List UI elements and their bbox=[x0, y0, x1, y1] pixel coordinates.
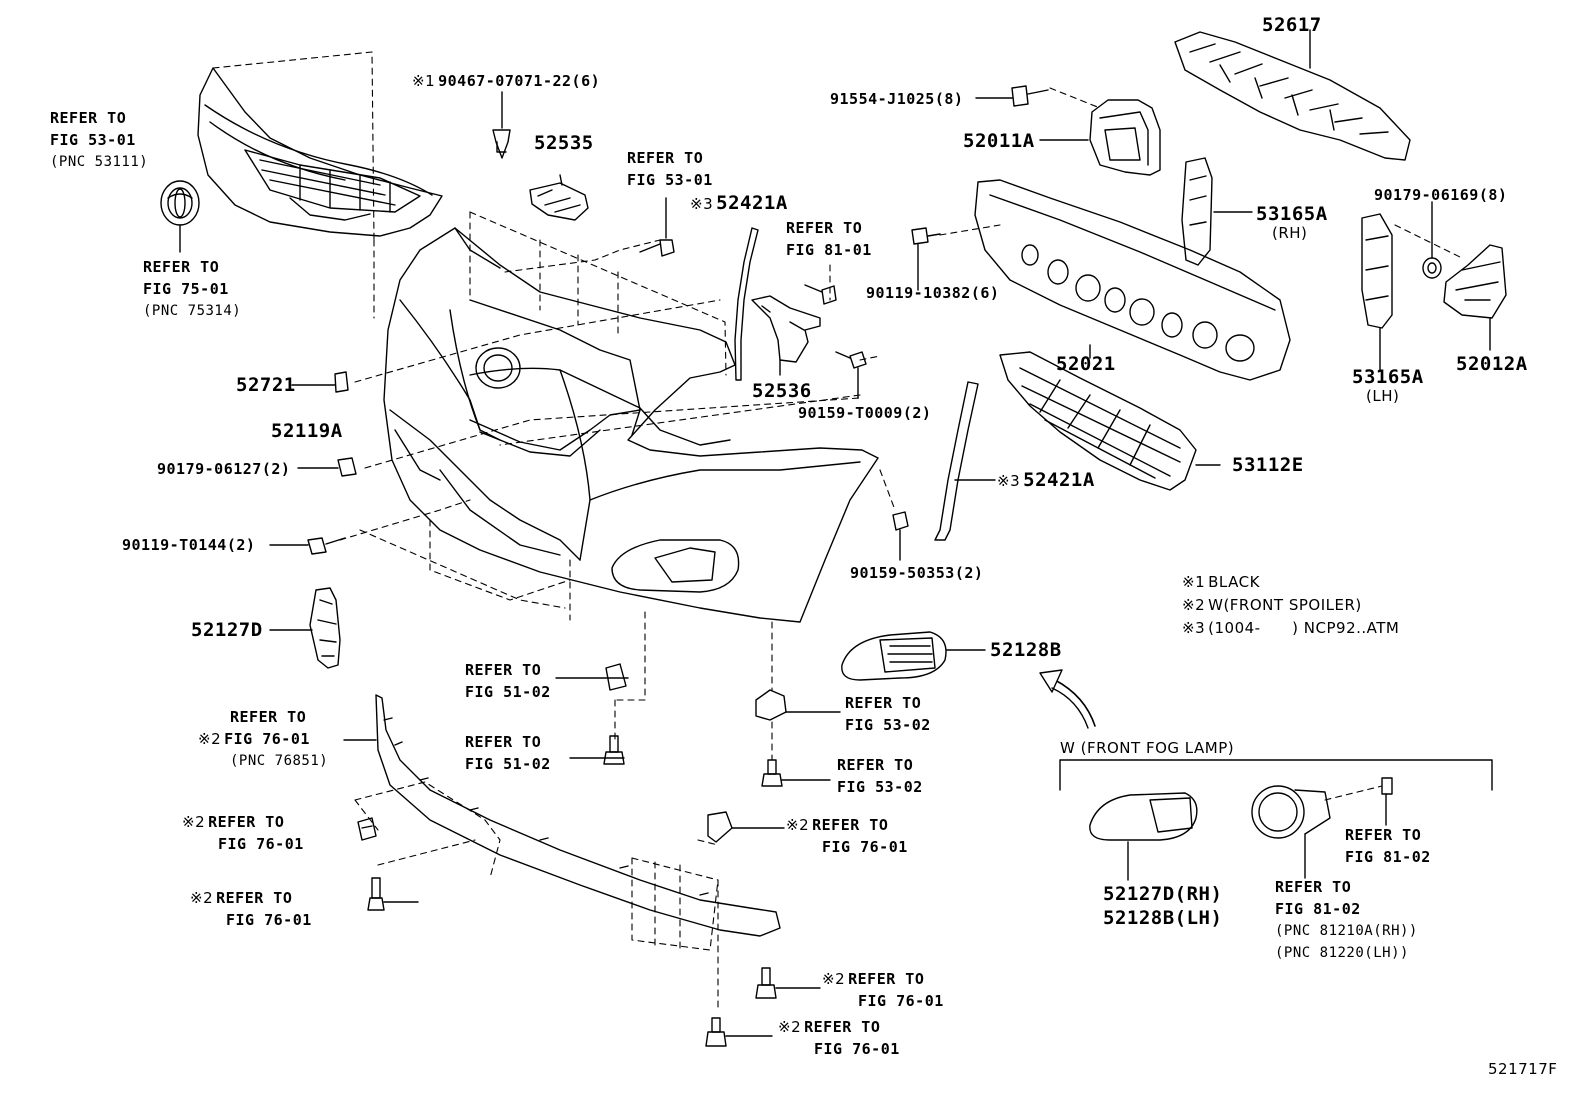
cover-52128B bbox=[841, 631, 986, 681]
fog-lamp bbox=[1251, 785, 1331, 879]
part-label-52012A: 52012A bbox=[1456, 353, 1528, 375]
front-spoiler bbox=[343, 694, 781, 937]
part-label-53165A-lh-side: (LH) bbox=[1366, 387, 1400, 405]
part-label-53112E: 53112E bbox=[1232, 454, 1304, 476]
part-label-90159-T0009: 90159-T0009(2) bbox=[798, 404, 932, 422]
ref-label-51-02-a: REFER TO FIG 51-02 bbox=[465, 661, 551, 701]
part-label-90119-10382: 90119-10382(6) bbox=[866, 284, 1000, 302]
fog-lamp-group-label: W (FRONT FOG LAMP) bbox=[1060, 739, 1235, 757]
bracket-52535 bbox=[529, 174, 589, 221]
screw-90159-T0009 bbox=[835, 351, 867, 399]
bracket-52536 bbox=[751, 295, 821, 376]
screw-81-01 bbox=[804, 284, 837, 305]
upper-grille bbox=[197, 67, 443, 237]
arrow bbox=[1039, 669, 1096, 729]
stay-53165A-lh bbox=[1361, 213, 1393, 371]
screw-53-02-b bbox=[761, 759, 831, 787]
bracket-52012A bbox=[1443, 244, 1507, 351]
emblem bbox=[160, 180, 200, 253]
ref-label-53-01-grille: REFER TO FIG 53-01 (PNC 53111) bbox=[50, 109, 149, 170]
part-label-52021: 52021 bbox=[1056, 353, 1116, 375]
ref-label-81-02-a: REFER TO FIG 81-02 bbox=[1345, 826, 1431, 866]
part-label-52128B: 52128B bbox=[990, 639, 1062, 661]
ref-label-81-02-b: REFER TO FIG 81-02 (PNC 81210A(RH)) (PNC… bbox=[1275, 878, 1418, 961]
screw-81-02-fog bbox=[1381, 777, 1393, 826]
diagram-id: 521717F bbox=[1488, 1060, 1558, 1078]
ref-label-81-01: REFER TO FIG 81-01 bbox=[786, 219, 872, 259]
part-label-52011A: 52011A bbox=[963, 130, 1035, 152]
ref-label-51-02-b: REFER TO FIG 51-02 bbox=[465, 733, 551, 773]
fog-lamp-group-bracket bbox=[1059, 759, 1493, 791]
ref-label-53-02-a: REFER TO FIG 53-02 bbox=[845, 694, 931, 734]
bezel-52127D bbox=[269, 587, 341, 669]
screw-spoiler-3 bbox=[705, 1017, 773, 1047]
part-label-90179-06127: 90179-06127(2) bbox=[157, 460, 291, 478]
note-3: ※3(1004- ) NCP92..ATM bbox=[1182, 619, 1400, 637]
screw-spoiler-1 bbox=[367, 877, 419, 911]
ref-label-53-01-screw: REFER TO FIG 53-01 bbox=[627, 149, 713, 189]
part-label-52535: 52535 bbox=[534, 132, 594, 154]
part-label-52127D: 52127D bbox=[191, 619, 263, 641]
clip-51-02-a bbox=[555, 663, 629, 691]
screw-spoiler-2 bbox=[755, 967, 821, 999]
strip-52421A-lower bbox=[934, 381, 996, 541]
clip-53-02-a bbox=[755, 689, 841, 721]
part-label-90179-06169: 90179-06169(8) bbox=[1374, 186, 1508, 204]
screw-53-01 bbox=[639, 197, 675, 257]
clip-52721 bbox=[291, 371, 349, 393]
strip-52421A-upper bbox=[734, 227, 759, 381]
clip-spoiler-2 bbox=[707, 811, 785, 843]
bolt-90119-10382 bbox=[911, 227, 941, 291]
screw-90159-50353 bbox=[892, 511, 909, 561]
nut-90179-06127 bbox=[297, 457, 357, 477]
part-label-53165A-rh: 53165A bbox=[1256, 203, 1328, 225]
part-label-90159-50353: 90159-50353(2) bbox=[850, 564, 984, 582]
ref-label-53-02-b: REFER TO FIG 53-02 bbox=[837, 756, 923, 796]
part-label-fog-bezel: 52127D(RH) 52128B(LH) bbox=[1103, 883, 1223, 929]
ref-label-75-01: REFER TO FIG 75-01 (PNC 75314) bbox=[143, 258, 242, 319]
bolt-91554 bbox=[975, 85, 1049, 107]
part-label-90119-T0144: 90119-T0144(2) bbox=[122, 536, 256, 554]
part-label-91554: 91554-J1025(8) bbox=[830, 90, 964, 108]
clip-spoiler-1 bbox=[357, 817, 377, 841]
screw-51-02-b bbox=[569, 735, 625, 765]
lower-grille-53112E bbox=[999, 351, 1221, 491]
fog-bezel bbox=[1089, 792, 1198, 881]
absorber-52617 bbox=[1174, 29, 1411, 161]
reinforcement-52021 bbox=[974, 179, 1291, 381]
nut-90179-06169 bbox=[1422, 201, 1442, 279]
part-label-52536: 52536 bbox=[752, 380, 812, 402]
clip-90467 bbox=[492, 91, 511, 159]
bumper-cover bbox=[383, 227, 879, 623]
bolt-90119-T0144 bbox=[269, 537, 346, 555]
bracket-52011A bbox=[1039, 99, 1161, 176]
part-label-52721: 52721 bbox=[236, 374, 296, 396]
part-label-53165A-lh: 53165A bbox=[1352, 366, 1424, 388]
part-label-52119A: 52119A bbox=[271, 420, 343, 442]
part-label-52617: 52617 bbox=[1262, 14, 1322, 36]
part-label-53165A-rh-side: (RH) bbox=[1272, 224, 1308, 242]
stay-53165A-rh bbox=[1181, 157, 1253, 266]
